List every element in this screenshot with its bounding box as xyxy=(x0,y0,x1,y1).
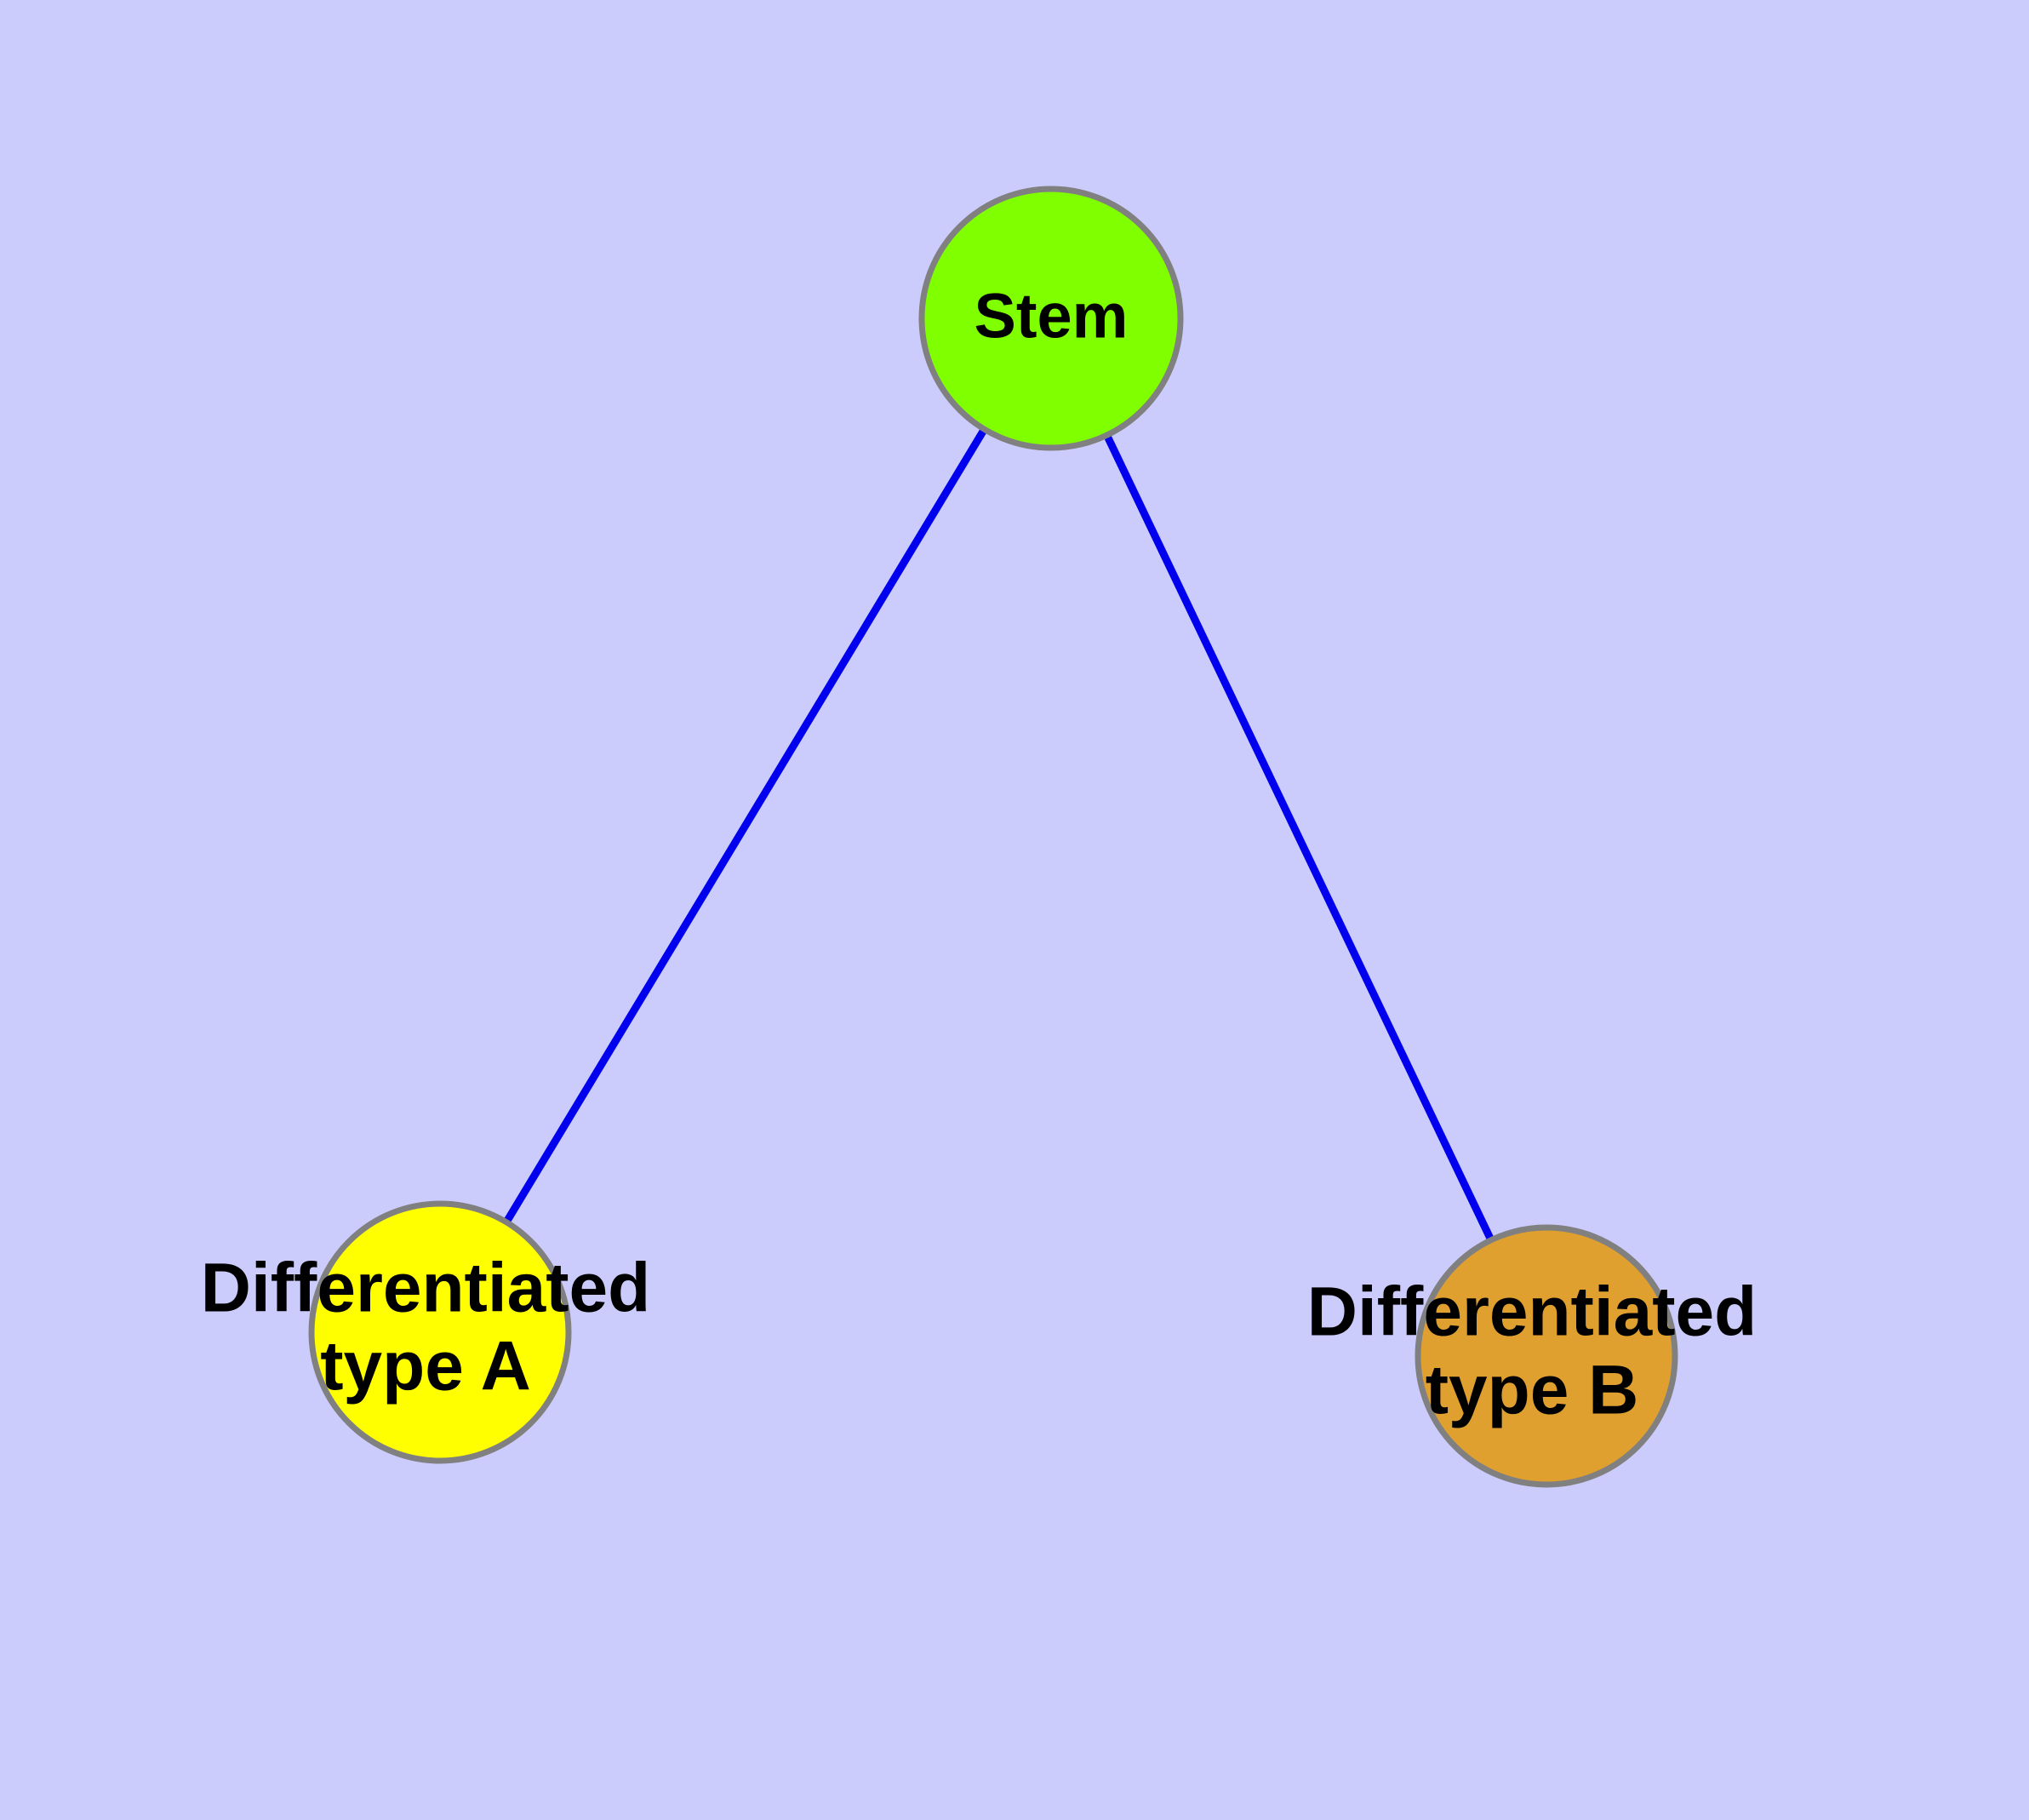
node-layer xyxy=(308,186,1678,1488)
node-label-line: Differentiated xyxy=(201,1250,651,1327)
edge-stem-to-type-a[interactable] xyxy=(437,316,1055,1335)
node-differentiated-type-a[interactable] xyxy=(308,1200,572,1464)
edge-layer xyxy=(437,316,1551,1358)
node-label-line: type B xyxy=(1426,1352,1639,1429)
node-label-stem: Stem xyxy=(974,281,1129,352)
node-label-line: Stem xyxy=(974,281,1129,352)
node-stem[interactable] xyxy=(918,186,1184,451)
node-label-line: Differentiated xyxy=(1307,1273,1758,1351)
node-differentiated-type-b[interactable] xyxy=(1415,1224,1678,1488)
edge-stem-to-type-b[interactable] xyxy=(1047,317,1551,1358)
node-label-line: type A xyxy=(320,1328,531,1405)
